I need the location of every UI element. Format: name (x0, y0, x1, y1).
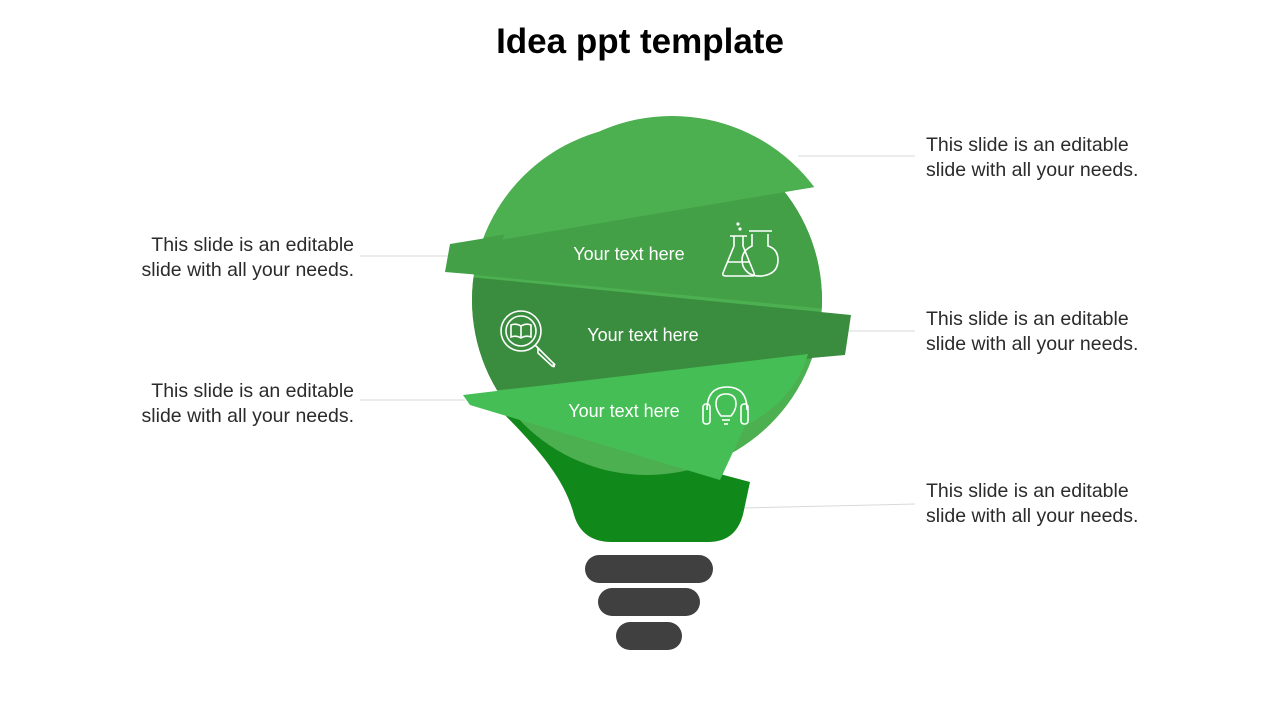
connector-right-3 (741, 503, 916, 509)
callout-line: This slide is an editable (151, 234, 354, 256)
headphones-bulb-icon (702, 386, 749, 425)
callout-right-1: This slide is an editable slide with all… (926, 133, 1186, 183)
callout-line: slide with all your needs. (141, 259, 354, 281)
bulb-base (585, 555, 713, 650)
callout-line: slide with all your needs. (141, 405, 354, 427)
base-ring-2 (598, 588, 700, 616)
callout-right-3: This slide is an editable slide with all… (926, 479, 1186, 529)
band-1 (445, 170, 822, 316)
callout-left-2: This slide is an editable slide with all… (94, 379, 354, 429)
band-2-label: Your text here (587, 325, 698, 345)
callout-line: This slide is an editable (926, 308, 1129, 330)
callout-left-1: This slide is an editable slide with all… (94, 233, 354, 283)
magnifier-book-icon (500, 310, 556, 368)
flasks-icon (722, 222, 779, 277)
callout-line: slide with all your needs. (926, 159, 1139, 181)
base-ring-3 (616, 622, 682, 650)
callout-right-2: This slide is an editable slide with all… (926, 307, 1186, 357)
callout-line: slide with all your needs. (926, 505, 1139, 527)
base-ring-1 (585, 555, 713, 583)
band-1-label: Your text here (573, 244, 684, 264)
callout-line: This slide is an editable (926, 134, 1129, 156)
band-3-label: Your text here (568, 401, 679, 421)
callout-line: This slide is an editable (926, 480, 1129, 502)
callout-line: This slide is an editable (151, 380, 354, 402)
slide-title: Idea ppt template (496, 22, 784, 61)
band-3 (463, 354, 808, 480)
callout-line: slide with all your needs. (926, 333, 1139, 355)
band-2 (472, 274, 851, 396)
connector-lines (360, 155, 916, 509)
